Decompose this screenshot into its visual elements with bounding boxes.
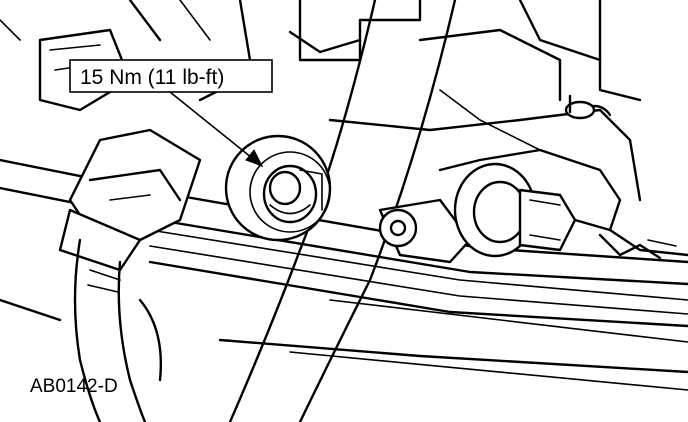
torque-label: 15 Nm (11 lb-ft) xyxy=(80,66,224,89)
leader-arrowhead xyxy=(245,149,264,167)
torque-callout: 15 Nm (11 lb-ft) xyxy=(69,59,273,167)
leader-line xyxy=(169,91,263,167)
linkage-arm xyxy=(378,148,688,264)
figure-id: AB0142-D xyxy=(30,376,118,397)
bolt-boss xyxy=(224,134,332,242)
callout-box xyxy=(69,59,273,93)
diagonal-member xyxy=(228,0,457,422)
